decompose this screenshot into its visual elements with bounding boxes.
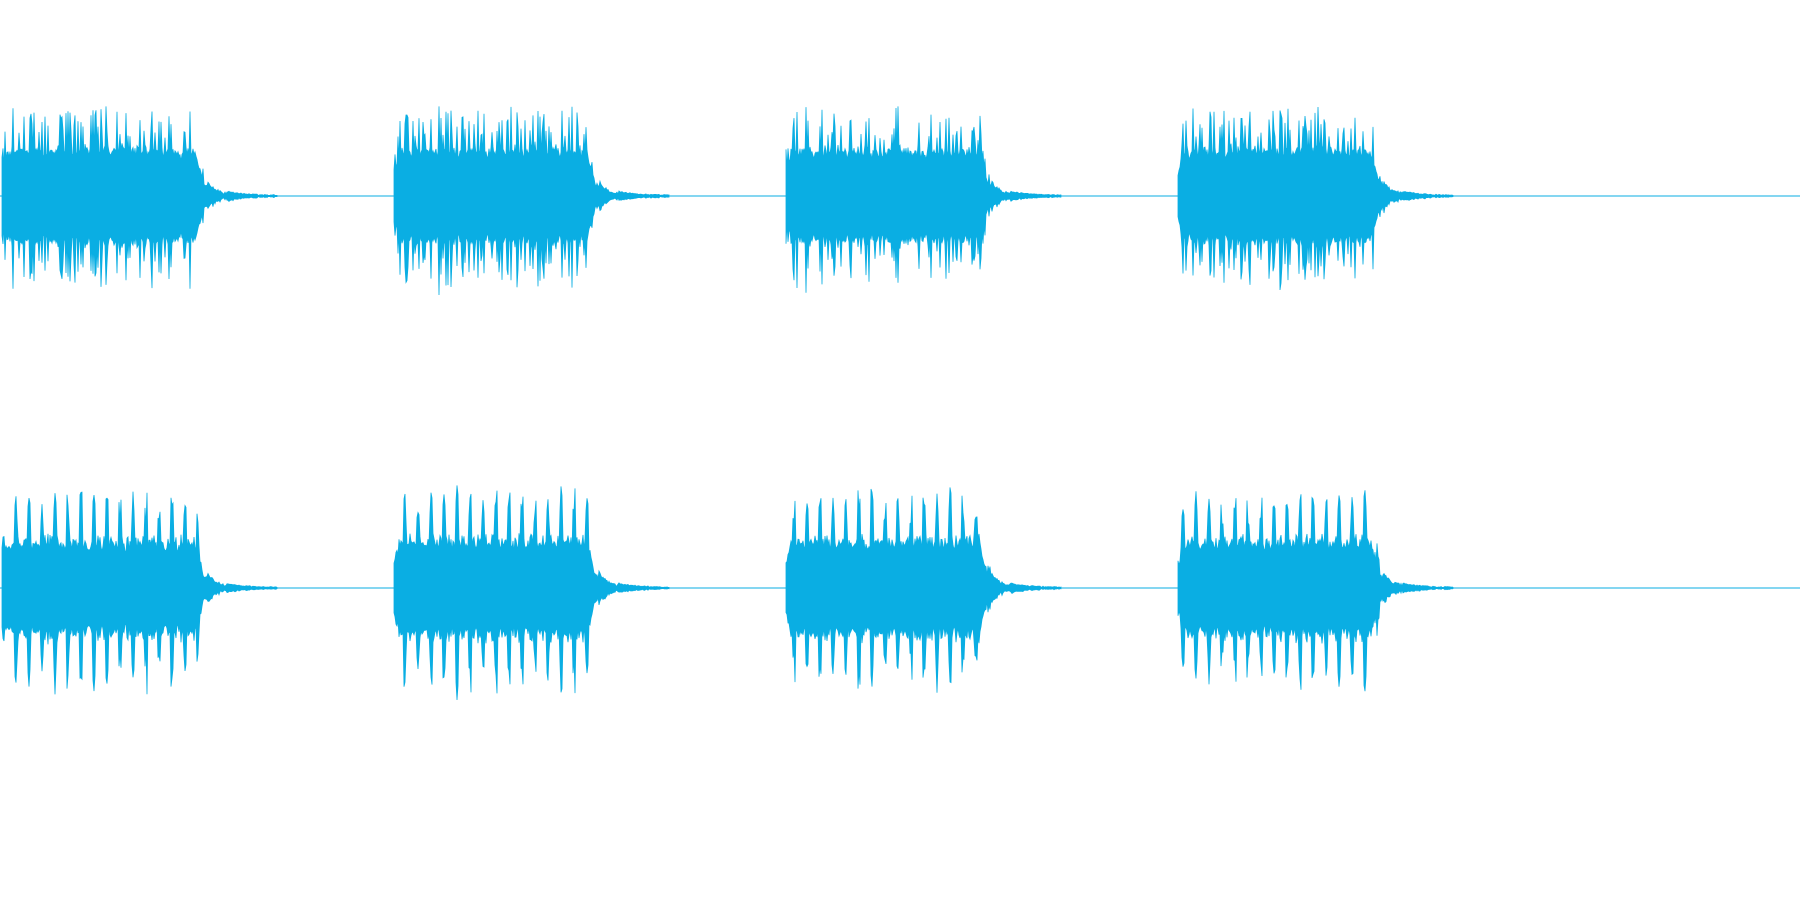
waveform-burst [1,491,278,695]
waveform-channel-left [0,106,1800,296]
waveform-burst [1,106,278,289]
waveform-right-svg [0,485,1800,701]
waveform-channel-right [0,450,1800,900]
waveform-burst-shape [1177,106,1454,291]
waveform-burst [393,106,670,296]
waveform-burst [1177,490,1454,692]
waveform-burst-shape [1,491,278,695]
waveform-burst-shape [393,106,670,296]
waveform-burst-shape [785,106,1062,293]
waveform-burst-shape [1177,490,1454,692]
waveform-burst [1177,106,1454,291]
waveform-burst [785,487,1062,693]
waveform-burst-shape [393,485,670,701]
waveform-burst [393,485,670,701]
waveform-burst [785,106,1062,293]
waveform-left-svg [0,106,1800,296]
waveform-burst-shape [1,106,278,289]
waveform-burst-shape [785,487,1062,693]
